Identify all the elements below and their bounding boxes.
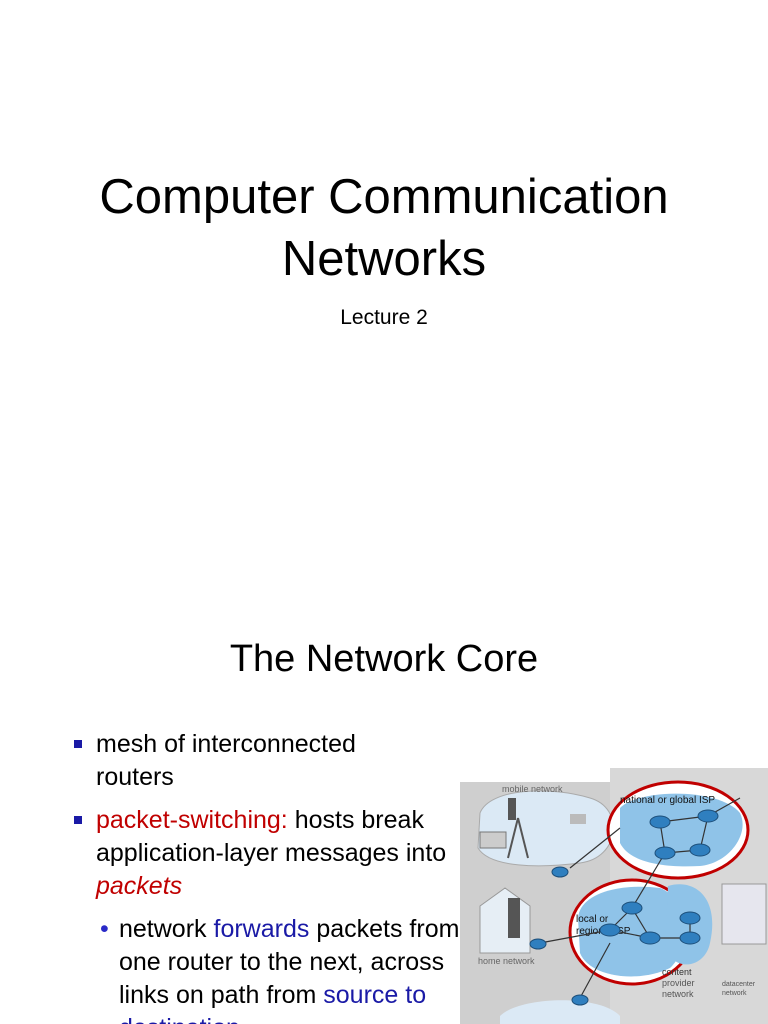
router-icon — [571, 994, 589, 1006]
slide-2: The Network Core mesh of interconnected … — [0, 560, 768, 1024]
server-icon — [508, 898, 520, 938]
router-icon — [654, 846, 676, 860]
svg-text:datacenter: datacenter — [722, 981, 756, 988]
svg-text:mobile network: mobile network — [502, 784, 563, 794]
router-icon — [679, 931, 701, 945]
network-core-diagram: mobile network home network national or … — [460, 768, 768, 1024]
network-links — [539, 797, 741, 999]
routers — [529, 809, 719, 1006]
enterprise-network-cloud — [500, 1000, 620, 1024]
router-icon — [639, 931, 661, 945]
sub-bullet-item: • network forwards packets from one rout… — [100, 915, 460, 1024]
bullet-item: mesh of interconnected routers — [70, 728, 416, 794]
slide-subtitle: Lecture 2 — [340, 306, 428, 329]
square-bullet-icon — [74, 740, 82, 748]
antenna-icon — [507, 817, 529, 859]
router-icon — [679, 911, 701, 925]
slide-title: Computer Communication Networks — [0, 166, 768, 290]
datacenter-building-icon — [721, 883, 767, 945]
dot-bullet-icon: • — [100, 915, 109, 943]
svg-text:network: network — [662, 989, 694, 999]
slide-1: Computer Communication Networks Lecture … — [0, 166, 768, 329]
svg-text:content: content — [662, 967, 692, 977]
router-icon — [621, 901, 643, 915]
title-line-2: Networks — [281, 232, 487, 286]
router-icon — [697, 809, 719, 823]
cell-tower-icon — [508, 798, 516, 820]
svg-text:local or: local or — [576, 914, 609, 925]
mobile-network-cloud — [477, 790, 614, 867]
bullet-list: mesh of interconnected routers packet-sw… — [70, 728, 470, 1024]
slide-title: The Network Core — [229, 638, 539, 680]
router-icon — [649, 815, 671, 829]
title-line-1: Computer Communication — [99, 170, 669, 224]
svg-text:national or global ISP: national or global ISP — [620, 795, 715, 806]
router-icon — [599, 923, 621, 937]
svg-text:network: network — [722, 990, 747, 997]
router-icon — [529, 938, 547, 950]
router-icon — [689, 843, 711, 857]
square-bullet-icon — [74, 816, 82, 824]
svg-text:home network: home network — [478, 956, 535, 966]
car-icon — [570, 814, 586, 824]
laptop-icon — [479, 831, 507, 849]
bullet-item: packet-switching: hosts break applicatio… — [70, 804, 466, 903]
router-icon — [551, 866, 569, 878]
svg-text:provider: provider — [662, 978, 695, 988]
